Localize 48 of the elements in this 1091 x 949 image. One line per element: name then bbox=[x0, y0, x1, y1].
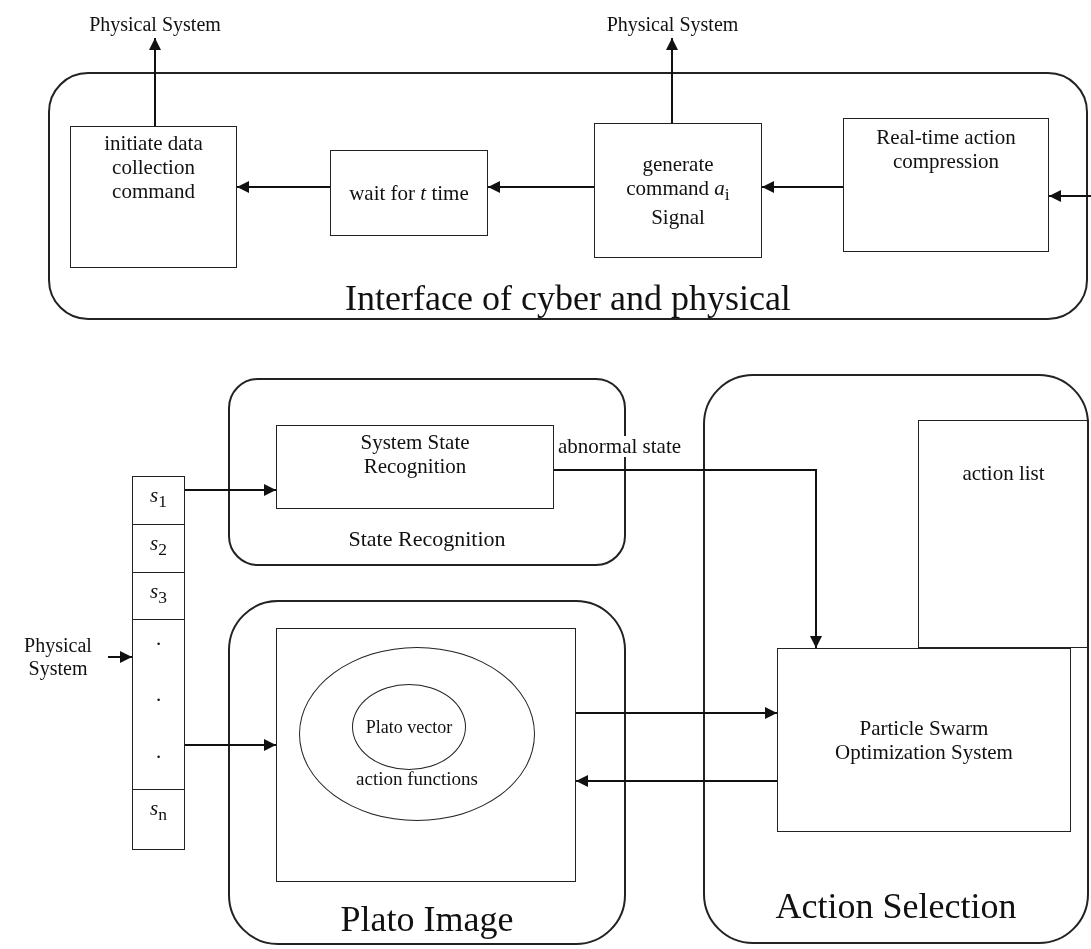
arrow bbox=[184, 739, 277, 751]
state-label: s$_{1}$ bbox=[150, 483, 167, 512]
arrow bbox=[575, 707, 778, 719]
process-box bbox=[918, 420, 1089, 648]
node-text: Physical System bbox=[89, 12, 221, 36]
state-label: s$_{2}$ bbox=[150, 530, 167, 560]
arrow bbox=[666, 37, 678, 124]
arrow bbox=[1048, 190, 1091, 202]
group-panel bbox=[228, 600, 626, 945]
panel-title: Plato Image bbox=[339, 901, 515, 937]
node-text: Particle Swarm Optimization System bbox=[834, 715, 1014, 765]
process-box bbox=[843, 118, 1049, 252]
panel-title: Interface of cyber and physical bbox=[344, 280, 792, 316]
state-label: . bbox=[155, 738, 162, 763]
edge-label: abnormal state bbox=[556, 436, 684, 457]
state-label: . bbox=[155, 681, 162, 707]
arrow bbox=[761, 181, 844, 193]
arrow bbox=[149, 37, 161, 127]
arrow bbox=[575, 775, 778, 787]
process-box bbox=[70, 126, 237, 268]
node-text: System State Recognition bbox=[359, 430, 471, 479]
node-text: generate command a$_{i}$ Signal bbox=[625, 152, 731, 229]
node-text: initiate data collection command bbox=[103, 131, 204, 204]
node-text: Physical System bbox=[23, 634, 93, 680]
process-box bbox=[276, 425, 554, 509]
state-label: s$_{n}$ bbox=[150, 796, 167, 825]
process-box bbox=[594, 123, 762, 258]
group-panel bbox=[703, 374, 1089, 944]
arrow bbox=[184, 484, 277, 496]
image-box bbox=[276, 628, 576, 882]
process-box bbox=[777, 648, 1071, 832]
arrow bbox=[553, 469, 822, 649]
node-text: action list bbox=[962, 461, 1045, 486]
node-text: Real-time action compression bbox=[875, 125, 1017, 174]
node-text: wait for t time bbox=[349, 180, 469, 206]
node-text: Plato vector bbox=[365, 716, 453, 738]
state-label: s$_{3}$ bbox=[150, 578, 167, 607]
panel-title: State Recognition bbox=[347, 528, 507, 550]
group-panel bbox=[48, 72, 1088, 320]
arrow bbox=[487, 181, 595, 193]
panel-title: Action Selection bbox=[774, 888, 1018, 924]
state-label: . bbox=[155, 626, 162, 651]
process-box bbox=[330, 150, 488, 236]
arrow bbox=[107, 651, 133, 663]
state-vector bbox=[132, 476, 185, 850]
node-text: action functions bbox=[356, 768, 478, 790]
arrow bbox=[236, 181, 331, 193]
node-text: Physical System bbox=[606, 12, 739, 36]
